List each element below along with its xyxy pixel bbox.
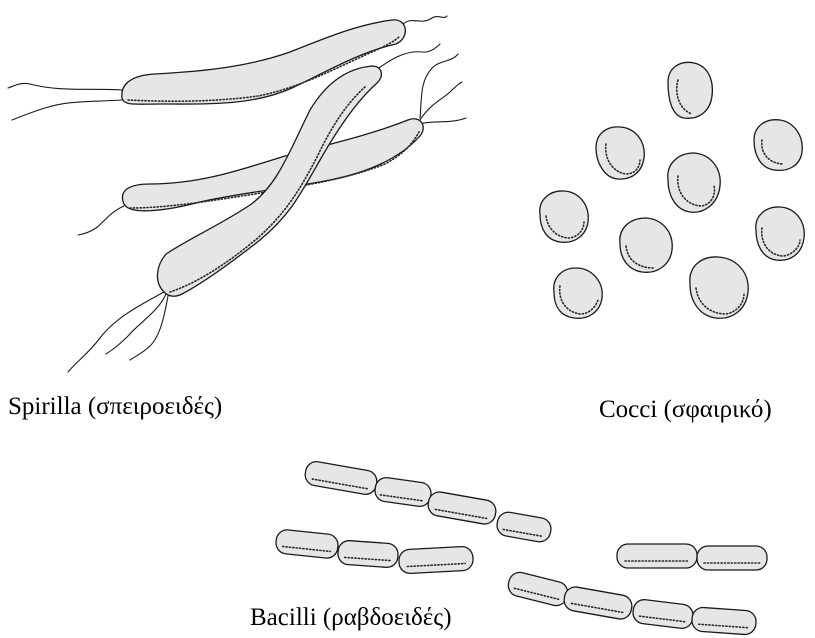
bacillus-cell — [697, 546, 767, 570]
bacillus-cell — [374, 476, 433, 508]
bacillus-cell — [562, 585, 633, 620]
cocci-label: Cocci (σφαιρικό) — [599, 397, 772, 422]
bacillus-chain — [617, 544, 767, 570]
bacillus-cell — [495, 510, 552, 543]
bacillus-cell — [691, 607, 757, 635]
bacillus-cell — [398, 546, 473, 574]
bacillus-cell — [632, 598, 694, 629]
bacillus-cell — [426, 490, 497, 525]
cocci-group — [540, 62, 804, 318]
spirilla-label: Spirilla (σπειροειδές) — [8, 394, 222, 419]
bacillus-cell — [275, 529, 339, 559]
coccus-cell — [540, 191, 588, 242]
coccus-cell — [668, 62, 712, 118]
coccus-cell — [690, 257, 748, 318]
bacillus-cell — [337, 540, 399, 568]
coccus-cell — [754, 120, 802, 171]
bacilli-label: Bacilli (ραβδοειδές) — [250, 605, 452, 630]
coccus-cell — [620, 218, 672, 272]
bacillus-chain — [303, 460, 552, 544]
bacillus-chain — [506, 570, 757, 635]
coccus-cell — [596, 127, 644, 179]
bacillus-cell — [506, 570, 570, 608]
bacillus-cell — [303, 460, 378, 496]
coccus-cell — [554, 268, 602, 318]
bacillus-cell — [617, 544, 697, 568]
coccus-cell — [756, 207, 804, 260]
coccus-cell — [668, 153, 720, 212]
bacillus-chain — [275, 529, 474, 574]
spirilla-group — [8, 16, 466, 372]
